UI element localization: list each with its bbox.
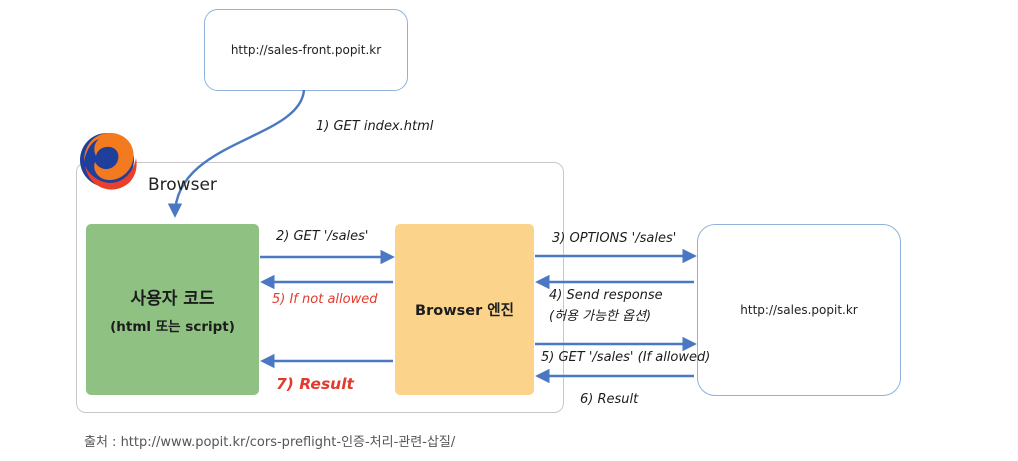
- step-6-label: 6) Result: [580, 392, 639, 407]
- source-credit: 출처 : http://www.popit.kr/cors-preflight-…: [84, 435, 456, 450]
- api-server-box: http://sales.popit.kr: [697, 224, 901, 396]
- user-code-box: 사용자 코드 (html 또는 script): [86, 224, 259, 395]
- step-5-get-label: 5) GET '/sales' (If allowed): [541, 350, 711, 365]
- frontend-server-label: http://sales-front.popit.kr: [230, 43, 382, 57]
- user-code-subtitle: (html 또는 script): [110, 319, 235, 335]
- step-3-label: 3) OPTIONS '/sales': [552, 231, 677, 246]
- step-4-sublabel: (허용 가능한 옵션): [549, 309, 652, 324]
- step-2-label: 2) GET '/sales': [276, 229, 369, 244]
- step-7-label: 7) Result: [276, 375, 354, 393]
- step-1-label: 1) GET index.html: [316, 119, 434, 134]
- browser-label: Browser: [148, 175, 217, 195]
- api-server-label: http://sales.popit.kr: [740, 303, 858, 317]
- browser-engine-box: Browser 엔진: [395, 224, 534, 395]
- arrow-get-index: [167, 89, 306, 218]
- frontend-server-box: http://sales-front.popit.kr: [204, 9, 408, 91]
- firefox-logo-icon: [80, 132, 137, 190]
- user-code-title: 사용자 코드: [130, 289, 215, 309]
- step-5-not-allowed-label: 5) If not allowed: [272, 292, 378, 307]
- browser-engine-label: Browser 엔진: [415, 303, 514, 319]
- step-4-label: 4) Send response: [549, 288, 663, 303]
